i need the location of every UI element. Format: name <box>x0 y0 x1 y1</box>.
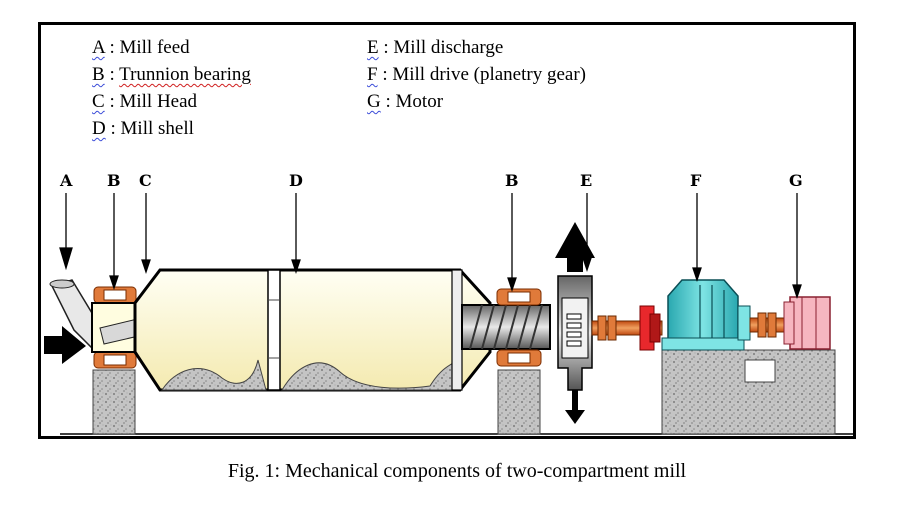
legend-item-c: C : Mill Head <box>92 91 198 112</box>
label-d: D <box>289 171 303 190</box>
legend-right: E : Mill discharge F : Mill drive (plane… <box>367 34 586 115</box>
label-g: G <box>789 171 803 190</box>
label-b-right: B <box>505 171 519 190</box>
discharge-slots <box>566 313 582 347</box>
foundation-left <box>92 369 136 435</box>
planetary-gear <box>667 279 739 346</box>
diaphragm <box>267 269 281 391</box>
legend-item-e: E : Mill discharge <box>367 37 504 58</box>
discharge-screw <box>469 304 543 350</box>
label-f: F <box>690 171 702 190</box>
figure-caption: Fig. 1: Mechanical components of two-com… <box>227 460 687 482</box>
leader-a-arrow-icon <box>59 247 73 271</box>
legend-item-g: G : Motor <box>367 91 444 112</box>
feed-chute-mouth <box>49 279 75 289</box>
legend-item-b: B : Trunnion bearing <box>92 64 251 85</box>
foundation-notch <box>744 359 776 383</box>
exhaust-arrow-icon <box>555 222 595 272</box>
feed-arrow-icon <box>44 326 86 364</box>
mill-shell <box>133 268 492 392</box>
foundation-right <box>497 369 541 435</box>
foundation-drive <box>661 349 836 435</box>
label-e: E <box>580 171 592 190</box>
legend-item-f: F : Mill drive (planetry gear) <box>367 64 586 85</box>
label-b-left: B <box>107 171 121 190</box>
label-c: C <box>139 171 152 190</box>
discharge-grate <box>451 269 463 391</box>
leader-lines <box>59 193 802 300</box>
motor <box>789 296 831 350</box>
label-a: A <box>59 171 73 190</box>
legend-item-d: D : Mill shell <box>92 118 194 139</box>
legend-item-a: A : Mill feed <box>92 37 190 58</box>
legend-left: A : Mill feed B : Trunnion bearing C : M… <box>92 34 251 142</box>
media-charge-1 <box>161 359 267 391</box>
discharge-arrow-icon <box>565 410 585 424</box>
media-charge-2 <box>281 361 459 391</box>
